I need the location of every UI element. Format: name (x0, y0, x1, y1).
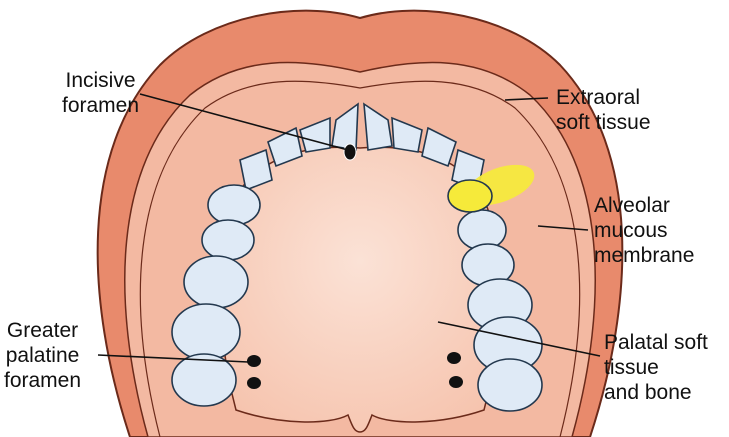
label-alveolar-line3: membrane (594, 244, 695, 267)
leader-greater-palatine-foramen (97, 354, 249, 363)
tooth-highlighted-premolar (447, 179, 493, 213)
label-extraoral-line2: soft tissue (556, 111, 651, 134)
inner-arch-line (139, 80, 581, 437)
tooth-premolar-left-3 (201, 219, 255, 261)
leader-extraoral-soft-tissue (504, 97, 549, 101)
leader-palatal-soft-tissue (437, 321, 601, 357)
tooth-molar-left-2 (171, 303, 241, 361)
tooth-canine-right (421, 126, 457, 168)
tooth-molar-left-1 (183, 255, 249, 309)
label-incisive-foramen-line2: foramen (62, 94, 140, 117)
label-alveolar-mucous-membrane: Alveolar mucous membrane (594, 193, 694, 268)
greater-palatine-foramen-right-2 (449, 376, 463, 388)
label-incisive-foramen: Incisive foramen (62, 68, 139, 118)
label-extraoral-soft-tissue: Extraoral soft tissue (556, 85, 651, 135)
label-palatal-line2: tissue (604, 356, 659, 379)
label-palatal-line3: and bone (604, 381, 692, 404)
label-greater-palatine-foramen: Greater palatine foramen (4, 318, 81, 393)
greater-palatine-foramen-right-1 (447, 352, 461, 364)
incisive-foramen-mark (343, 143, 357, 161)
tooth-premolar-left-1 (239, 148, 273, 192)
leader-incisive-foramen (139, 93, 349, 151)
label-palatal-line1: Palatal soft (604, 331, 708, 354)
label-greater-line2: palatine (5, 344, 80, 367)
tooth-molar-left-3 (171, 353, 237, 407)
tooth-central-incisor-right (363, 102, 393, 151)
label-greater-line3: foramen (4, 369, 82, 392)
label-greater-line1: Greater (6, 319, 79, 342)
teeth (171, 102, 543, 412)
greater-palatine-foramen-left-1 (247, 355, 261, 367)
label-incisive-foramen-line1: Incisive (65, 69, 136, 92)
label-palatal-soft-tissue-and-bone: Palatal soft tissue and bone (604, 330, 708, 405)
tooth-premolar-left-2 (207, 184, 261, 226)
label-alveolar-line1: Alveolar (594, 194, 670, 217)
tooth-lateral-incisor-right (391, 116, 423, 153)
label-extraoral-line1: Extraoral (556, 86, 641, 109)
greater-palatine-foramen-left-2 (247, 377, 261, 389)
leader-alveolar-mucous-membrane (537, 225, 589, 231)
tooth-molar-right-3 (477, 358, 543, 412)
label-alveolar-line2: mucous (594, 219, 668, 242)
